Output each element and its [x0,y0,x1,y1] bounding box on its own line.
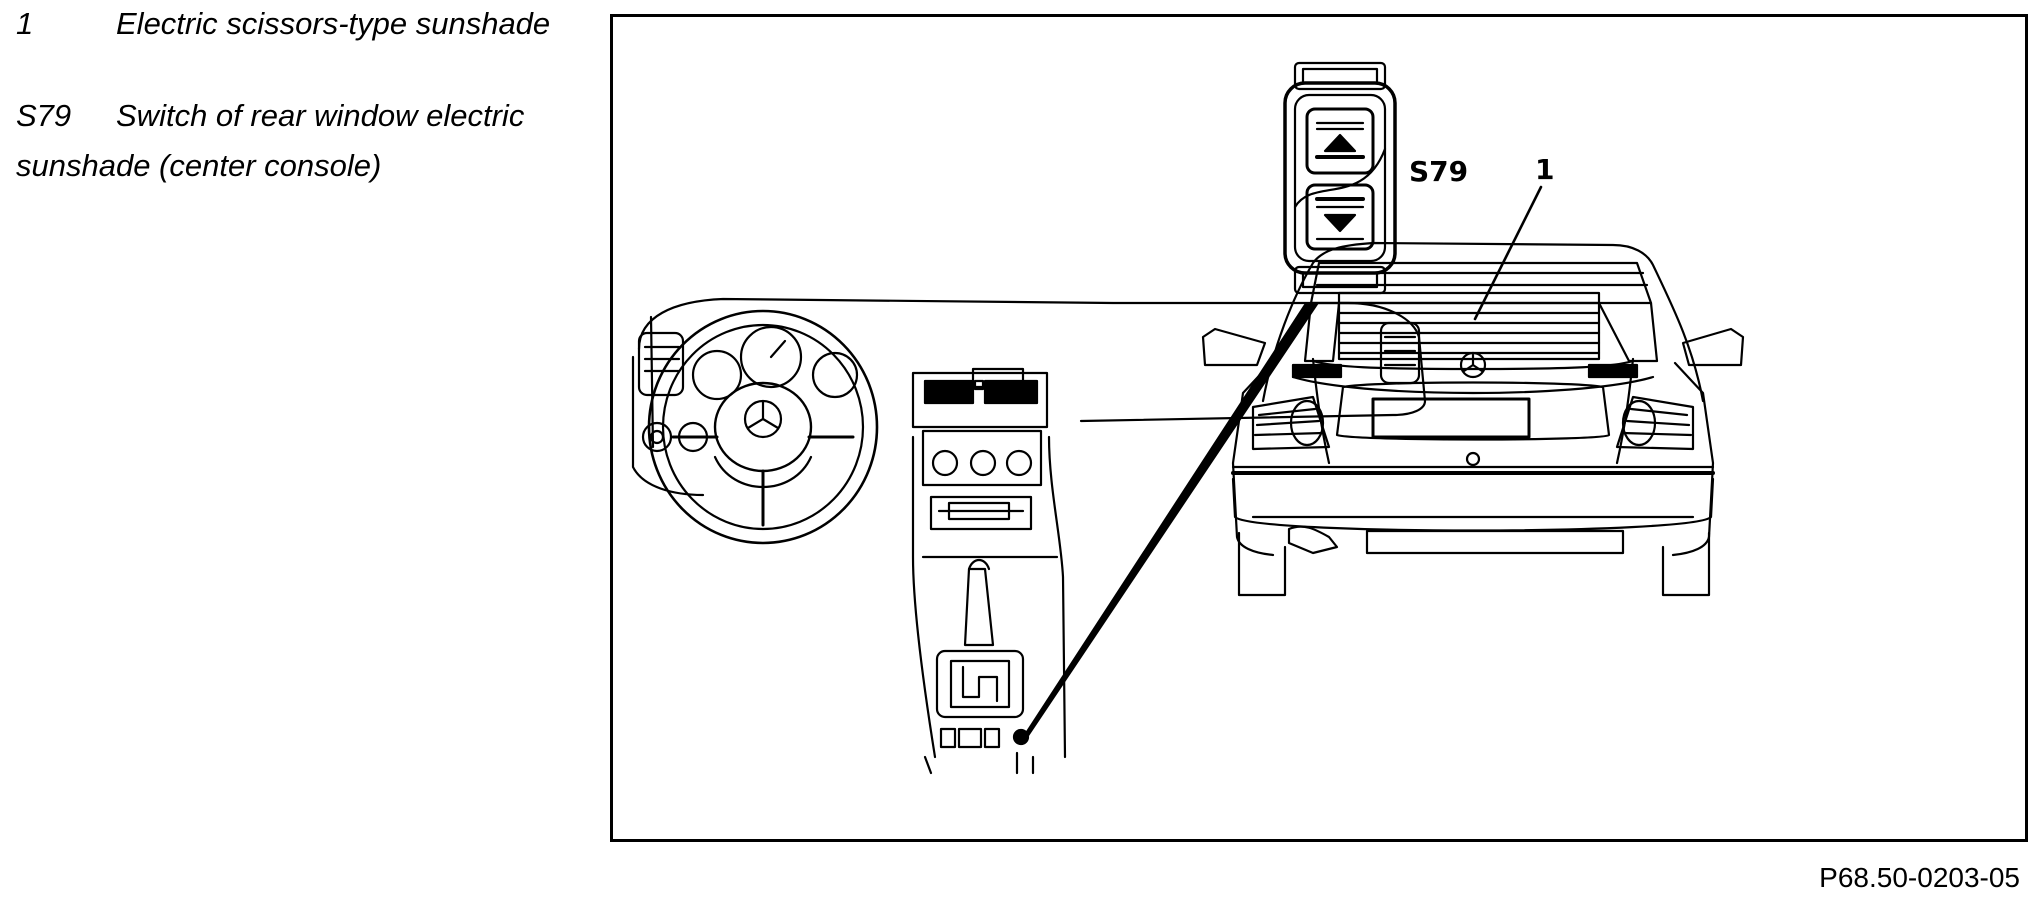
figure-reference: P68.50-0203-05 [1819,862,2020,893]
legend-item-s79: S79 Switch of rear window electric sunsh… [16,98,616,188]
switch-s79-detail [1283,61,1397,295]
switch-pointer [1021,303,1319,739]
legend-description: Switch of rear window electric [116,98,525,133]
diagram-frame: S79 [610,14,2028,842]
callout-label-s79: S79 [1409,155,1468,188]
callout-label-1: 1 [1535,153,1554,186]
diagram-illustration: S79 [631,61,1745,775]
legend-description: Electric scissors-type sunshade [116,6,551,41]
legend-description-continued: sunshade (center console) [16,148,382,183]
legend-code: S79 [16,98,72,133]
car-rear-illustration [1201,185,1745,597]
legend-item-1: 1 Electric scissors-type sunshade [16,6,616,46]
legend-code: 1 [16,6,34,41]
